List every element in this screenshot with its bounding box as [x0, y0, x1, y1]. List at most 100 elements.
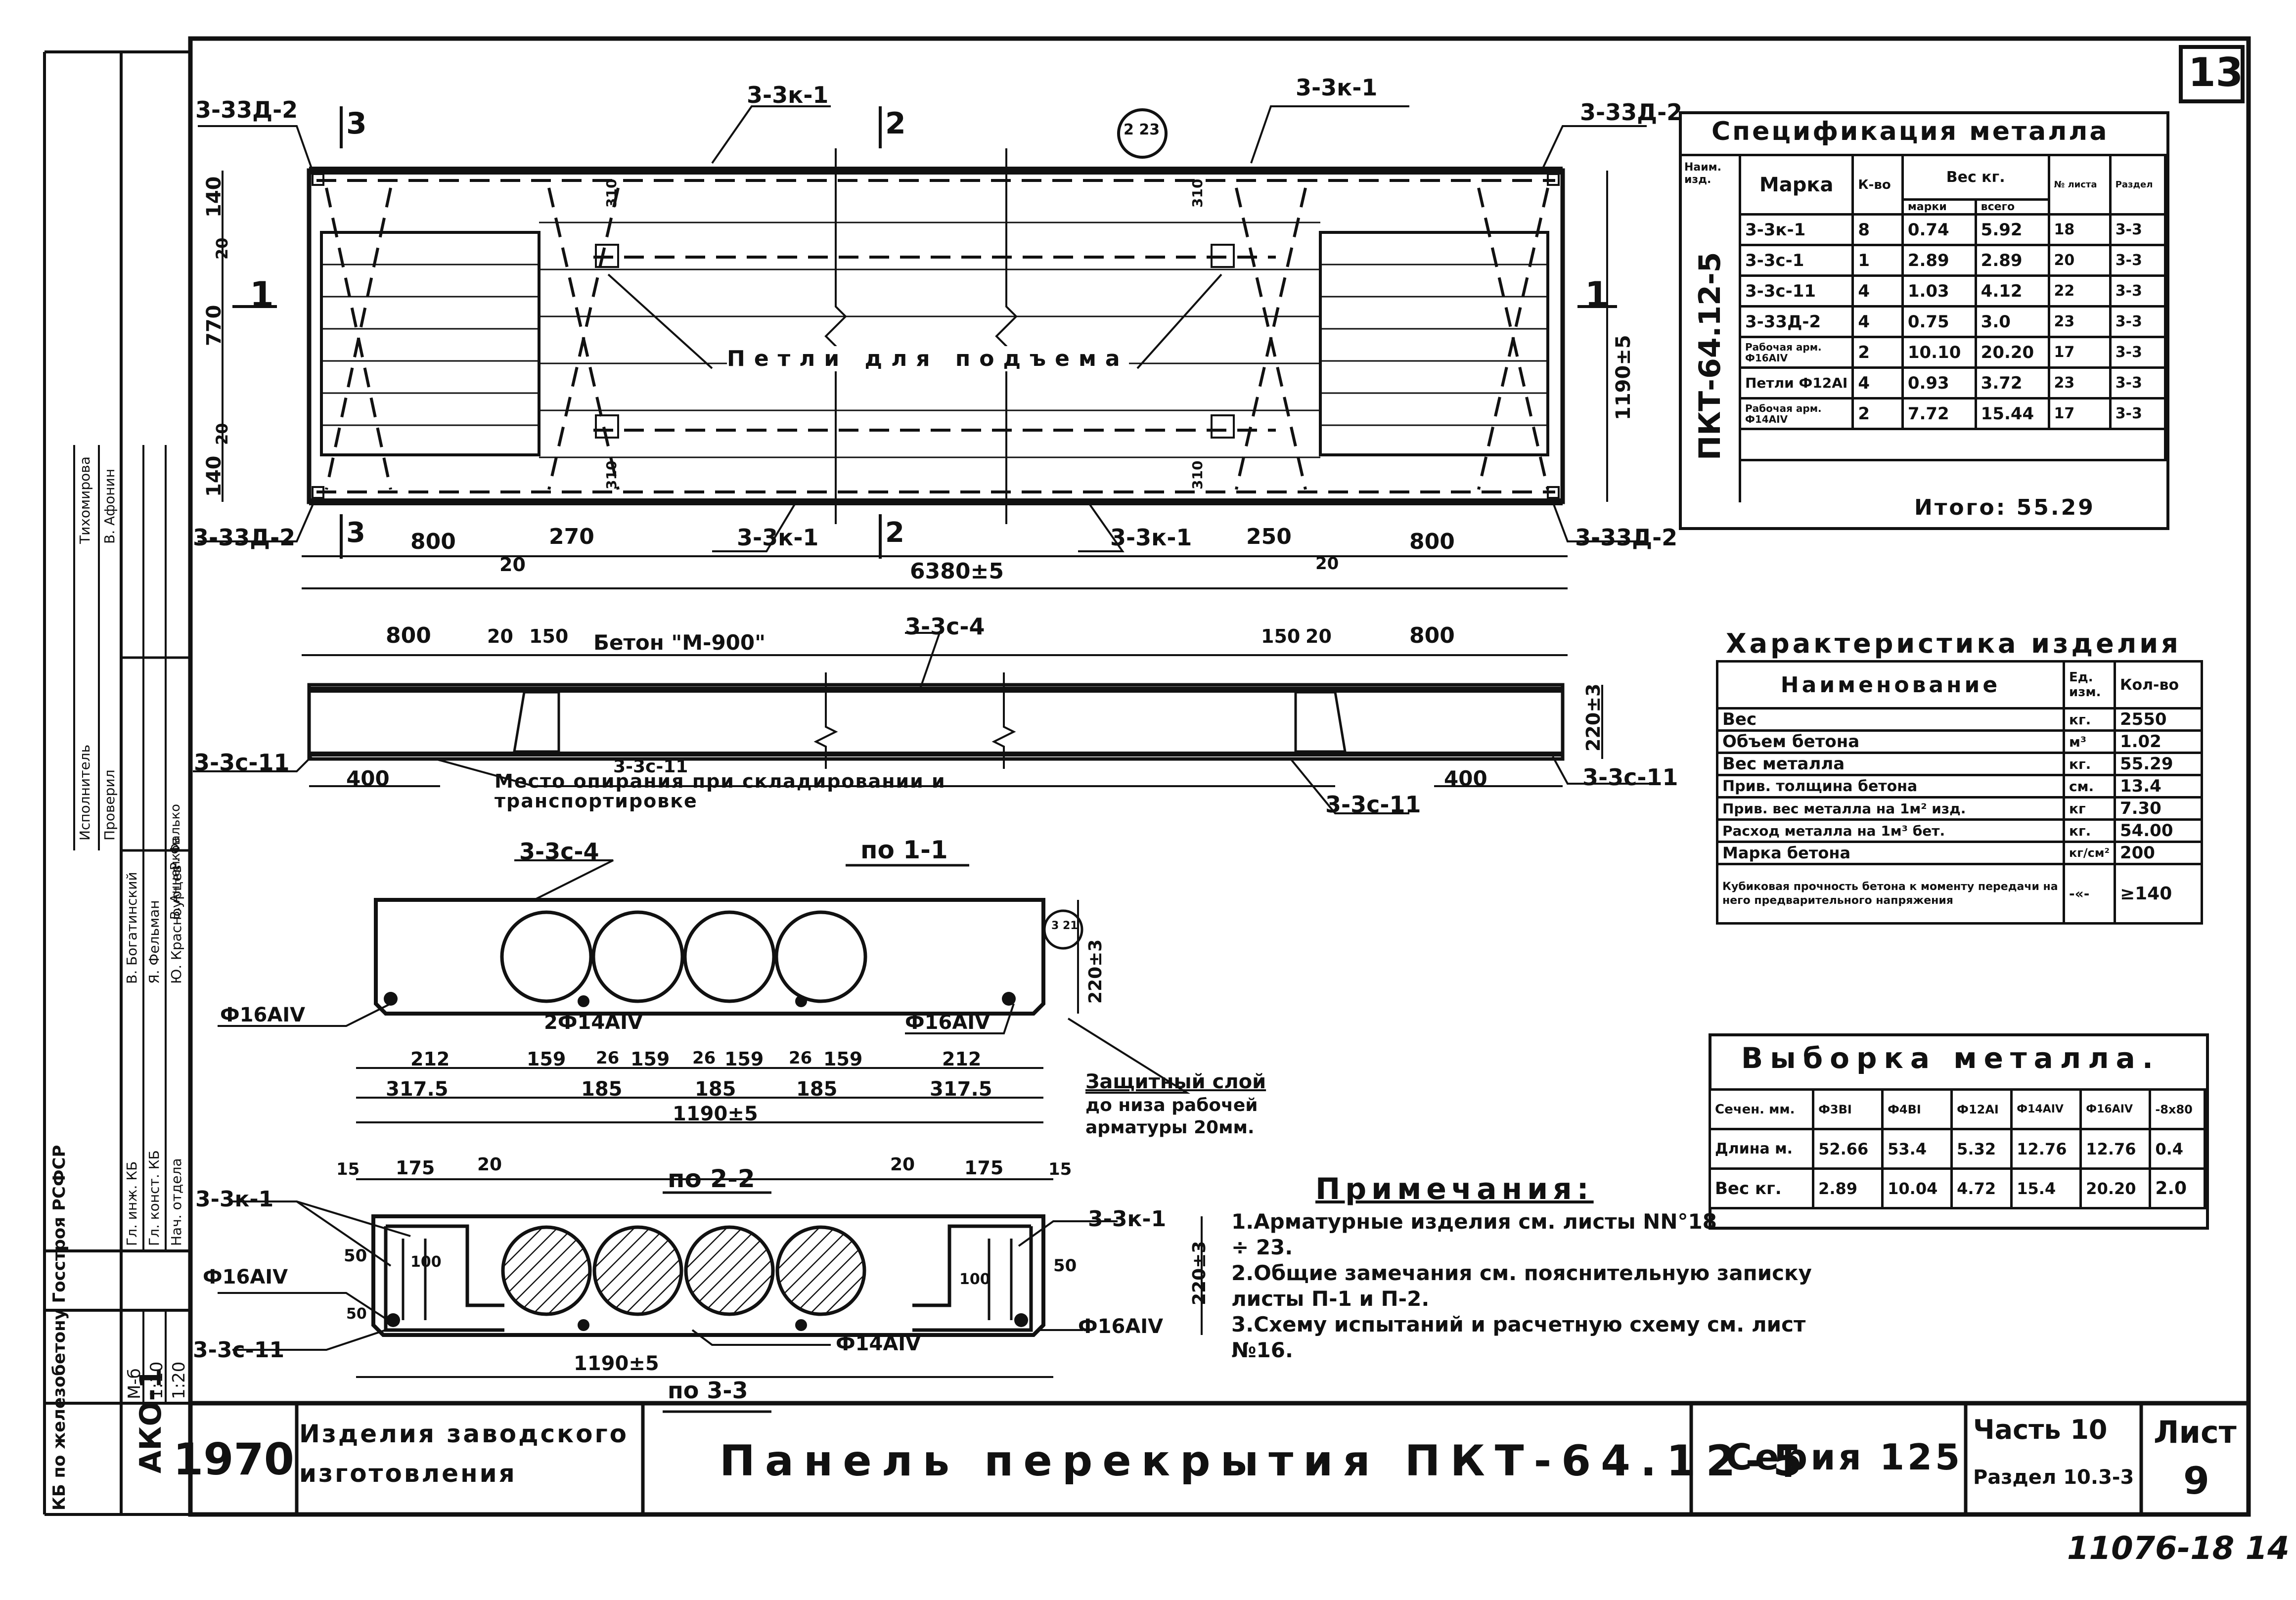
s33-dim-100-right: 100: [959, 1271, 990, 1288]
spec-r0-c1: 8: [1851, 213, 1904, 246]
section-mark-1-left: 1: [250, 274, 274, 315]
spec-r2-c5: 3-3: [2109, 274, 2167, 308]
s33-height: 220±3: [1189, 1241, 1210, 1305]
spec-r5-c3: 3.72: [1974, 366, 2050, 400]
char-r6-name: Марка бетона: [1716, 841, 2065, 865]
spec-r4-c3: 20.20: [1974, 336, 2050, 369]
sheet-number-top: 13: [2188, 49, 2244, 95]
char-h-name: Наименование: [1716, 660, 2065, 710]
char-r5-unit: кг.: [2063, 818, 2116, 843]
s11-dim-20-right: 20: [1306, 625, 1332, 647]
plan-label-3k1-t2: 3-3к-1: [1296, 74, 1378, 101]
char-r2-name: Вес металла: [1716, 752, 2065, 776]
spec-h-weight: Вес кг.: [1901, 154, 2050, 201]
s22-title: по 2-2: [668, 1164, 755, 1193]
s33-dim-100-left: 100: [410, 1253, 442, 1271]
s22-dim-r1-6: 26: [789, 1048, 812, 1068]
spec-r3-c2: 0.75: [1901, 305, 1977, 338]
spec-r6-c0: Рабочая арм. Ф14АIV: [1738, 397, 1854, 430]
spec-r1-c1: 1: [1851, 244, 1904, 277]
s22-dim-r2-0: 317.5: [386, 1078, 449, 1101]
spec-r0-c3: 5.92: [1974, 213, 2050, 246]
spec-product-mark: ПКТ-64.12-5: [1693, 252, 1727, 460]
s11-support-note: Место опирания при складировании и транс…: [495, 770, 946, 812]
char-r3-name: Прив. толщина бетона: [1716, 774, 2065, 799]
char-r1-name: Объем бетона: [1716, 729, 2065, 754]
s33-label-3k1-right: 3-3к-1: [1088, 1206, 1167, 1232]
spec-r0-c5: 3-3: [2109, 213, 2167, 246]
dim-bottom-800-right: 800: [1409, 529, 1455, 554]
s33-dim-50-bottom: 50: [346, 1305, 367, 1323]
spec-h-sheet: № листа: [2047, 154, 2112, 216]
title-main: Панель перекрытия ПКТ-64.12-5: [720, 1436, 1812, 1486]
char-r6-val: 200: [2113, 841, 2204, 865]
spec-r6-c1: 2: [1851, 397, 1904, 430]
sel-h-3: Ф12АI: [1950, 1088, 2013, 1130]
notes-title: Примечания:: [1315, 1172, 1594, 1206]
char-r4-val: 7.30: [2113, 796, 2204, 821]
s11-label-3c11-left: 3-3с-11: [194, 749, 290, 776]
plan-label-33d2-tr: 3-33Д-2: [1580, 99, 1683, 126]
sel-r0-6: 0.4: [2149, 1128, 2206, 1170]
plan-label-33d2-bl: 3-33Д-2: [193, 524, 296, 551]
s22-cover-note-2: до низа рабочей: [1085, 1095, 1258, 1115]
s11-dim-400-left: 400: [346, 766, 390, 791]
s22-dim-r2-4: 317.5: [930, 1078, 992, 1101]
sel-r1-0: Вес кг.: [1708, 1167, 1815, 1209]
title-year: 1970: [173, 1434, 294, 1485]
s33-dim-15-right: 15: [1048, 1159, 1072, 1179]
sel-r0-5: 12.76: [2079, 1128, 2152, 1170]
s22-rebar-mid: 2Ф14АIV: [544, 1011, 643, 1034]
sel-h-5: Ф16АIV: [2079, 1088, 2152, 1130]
spec-r1-c2: 2.89: [1901, 244, 1977, 277]
section-mark-3-top: 3: [346, 106, 367, 141]
spec-r4-c4: 17: [2047, 336, 2112, 369]
notes-list: 1.Арматурные изделия см. листы NN°18 ÷ 2…: [1231, 1209, 1874, 1363]
spec-r3-c5: 3-3: [2109, 305, 2167, 338]
sel-r0-2: 53.4: [1881, 1128, 1953, 1170]
s22-dim-r2-2: 185: [695, 1078, 736, 1101]
spec-product-col-header: Наим. изд.: [1684, 161, 1722, 186]
s11-dim-400-right: 400: [1444, 766, 1487, 791]
note-1: 1.Арматурные изделия см. листы NN°18 ÷ 2…: [1231, 1209, 1717, 1259]
s22-width: 1190±5: [673, 1103, 758, 1125]
s33-dim-20-left: 20: [477, 1155, 502, 1175]
dim-bottom-800-left: 800: [410, 529, 456, 554]
s11-dim-800-left: 800: [386, 623, 431, 648]
sel-r1-2: 10.04: [1881, 1167, 1953, 1209]
spec-r5-c2: 0.93: [1901, 366, 1977, 400]
s22-dim-r1-4: 26: [692, 1048, 716, 1068]
spec-r4-c2: 10.10: [1901, 336, 1977, 369]
char-r4-name: Прив. вес металла на 1м² изд.: [1716, 796, 2065, 821]
s33-dim-175-right: 175: [964, 1157, 1004, 1179]
s33-dim-50-left: 50: [344, 1246, 367, 1266]
handwritten-ref: 11076-18 14: [2067, 1530, 2290, 1567]
s22-cover-note-3: арматуры 20мм.: [1085, 1117, 1255, 1138]
dim-bottom-20-left: 20: [499, 554, 526, 576]
callout-circle-label: 2 23: [1124, 121, 1160, 138]
spec-r5-c0: Петли Ф12АI: [1738, 366, 1854, 400]
s33-rebar-right: Ф16АIV: [1078, 1315, 1164, 1338]
spec-r2-c1: 4: [1851, 274, 1904, 308]
selection-title: Выборка металла.: [1741, 1041, 2160, 1075]
title-section: Раздел 10.3-3: [1973, 1466, 2134, 1489]
char-r0-name: Вес: [1716, 707, 2065, 732]
s11-label-3c4: 3-3с-4: [905, 613, 985, 640]
char-r2-unit: кг.: [2063, 752, 2116, 776]
spec-r3-c1: 4: [1851, 305, 1904, 338]
sel-r1-5: 20.20: [2079, 1167, 2152, 1209]
s22-rebar-left: Ф16АIV: [220, 1004, 306, 1026]
spec-r0-c4: 18: [2047, 213, 2112, 246]
s11-title: по 1-1: [860, 836, 948, 864]
sel-r1-1: 2.89: [1812, 1167, 1884, 1209]
sel-r0-4: 12.76: [2010, 1128, 2082, 1170]
spec-r5-c1: 4: [1851, 366, 1904, 400]
spec-r1-c0: 3-3с-1: [1738, 244, 1854, 277]
s11-label-3c11-right: 3-3с-11: [1582, 764, 1678, 791]
char-r1-unit: м³: [2063, 729, 2116, 754]
spec-r5-c5: 3-3: [2109, 366, 2167, 400]
char-r5-name: Расход металла на 1м³ бет.: [1716, 818, 2065, 843]
selection-table: Сечен. мм. Ф3ВI Ф4ВI Ф12АI Ф14АIV Ф16АIV…: [1708, 1088, 2206, 1209]
